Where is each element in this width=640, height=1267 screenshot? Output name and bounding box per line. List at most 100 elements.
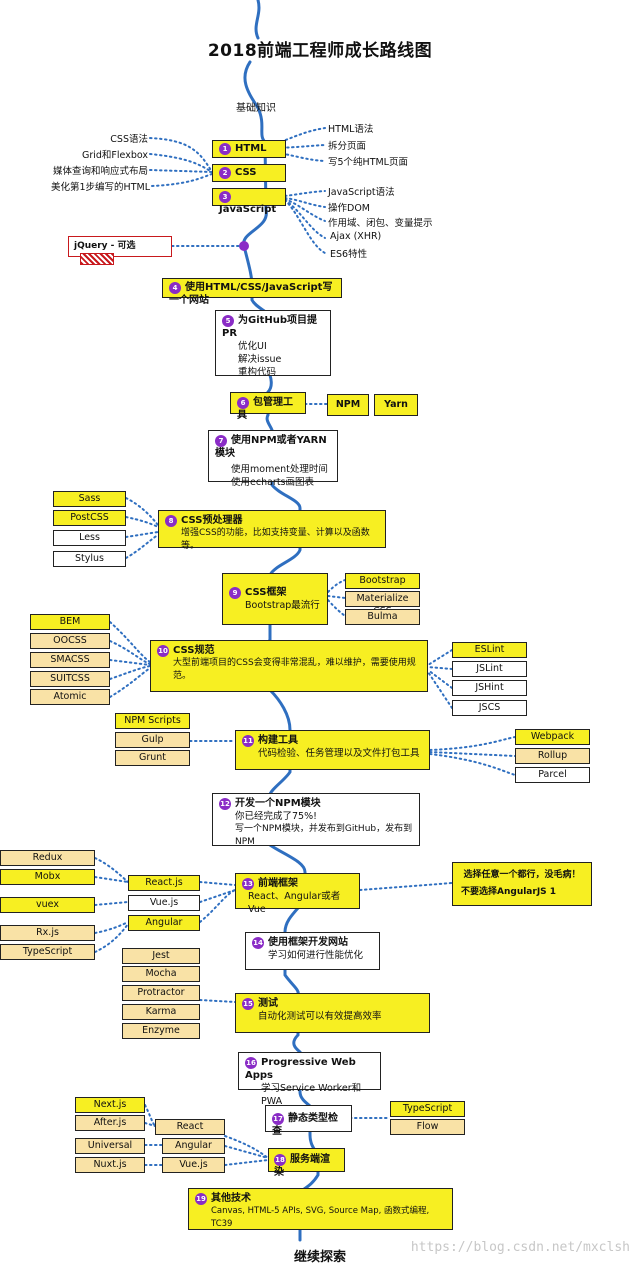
tag-jscs[interactable]: JSCS	[452, 700, 527, 716]
css-topic: 美化第1步编写的HTML	[51, 182, 150, 193]
html-topic: 写5个纯HTML页面	[328, 157, 408, 168]
tag-jshint[interactable]: JSHint	[452, 680, 527, 696]
framework-note: 选择任意一个都行，没毛病！ 不要选择AngularJS 1	[452, 862, 592, 906]
css-topic: CSS语法	[110, 134, 148, 145]
spec-desc: 大型前端项目的CSS会变得非常混乱，难以维护，需要使用规范。	[173, 658, 416, 681]
tag-suitcss[interactable]: SUITCSS	[30, 671, 110, 687]
css-topic: 媒体查询和响应式布局	[52, 166, 148, 177]
hatch-decoration	[80, 253, 114, 265]
tag-materialize[interactable]: Materialize CSS	[345, 591, 420, 617]
js-topic: Ajax (XHR)	[330, 231, 382, 242]
tag-gulp[interactable]: Gulp	[115, 732, 190, 748]
js-topic: JavaScript语法	[328, 187, 395, 198]
tag-bootstrap[interactable]: Bootstrap	[345, 573, 420, 589]
jquery-optional[interactable]: jQuery - 可选	[68, 236, 172, 265]
tag-ssr-angular[interactable]: Angular	[162, 1138, 225, 1154]
tag-eslint[interactable]: ESLint	[452, 642, 527, 658]
js-topic: 操作DOM	[328, 203, 370, 214]
tag-jslint[interactable]: JSLint	[452, 661, 527, 677]
tag-npm[interactable]: NPM	[327, 394, 369, 416]
tag-rxjs[interactable]: Rx.js	[0, 925, 95, 941]
tag-flow[interactable]: Flow	[390, 1119, 465, 1135]
tag-smacss[interactable]: SMACSS	[30, 652, 110, 668]
module-line: 使用echarts画图表	[231, 477, 314, 488]
tag-karma[interactable]: Karma	[122, 1004, 200, 1020]
tag-ssr-react[interactable]: React	[155, 1119, 225, 1135]
tag-parcel[interactable]: Parcel	[515, 767, 590, 783]
tag-mocha[interactable]: Mocha	[122, 966, 200, 982]
tag-rollup[interactable]: Rollup	[515, 748, 590, 764]
other-desc: Canvas, HTML-5 APIs, SVG, Source Map, 函数…	[211, 1206, 430, 1229]
fw-desc: React、Angular或者Vue	[248, 891, 341, 915]
basics-label: 基础知识	[236, 103, 276, 114]
test-desc: 自动化测试可以有效提高效率	[258, 1011, 382, 1022]
tag-redux[interactable]: Redux	[0, 850, 95, 866]
pr-line: 解决issue	[238, 354, 282, 365]
tag-typescript-fw[interactable]: TypeScript	[0, 944, 95, 960]
tag-jest[interactable]: Jest	[122, 948, 200, 964]
html-topic: 拆分页面	[328, 141, 367, 152]
tag-enzyme[interactable]: Enzyme	[122, 1023, 200, 1039]
jquery-junction	[239, 241, 249, 251]
tag-vue[interactable]: Vue.js	[128, 895, 200, 911]
step-javascript[interactable]: 3JavaScript	[212, 188, 286, 215]
pwa-desc: 学习Service Worker和PWA	[261, 1083, 362, 1107]
tag-grunt[interactable]: Grunt	[115, 750, 190, 766]
tag-universal[interactable]: Universal	[75, 1138, 145, 1154]
js-topic: ES6特性	[330, 249, 368, 260]
tag-vuex[interactable]: vuex	[0, 897, 95, 913]
tag-yarn[interactable]: Yarn	[374, 394, 418, 416]
module-line: 使用moment处理时间	[231, 464, 328, 475]
tag-less[interactable]: Less	[53, 530, 126, 546]
tag-atomic[interactable]: Atomic	[30, 689, 110, 705]
npm-module-line: 你已经完成了75%!	[235, 811, 317, 822]
tag-react[interactable]: React.js	[128, 875, 200, 891]
tag-ssr-vue[interactable]: Vue.js	[162, 1157, 225, 1173]
css-topic: Grid和Flexbox	[81, 150, 148, 161]
preproc-desc: 增强CSS的功能，比如支持变量、计算以及函数等。	[181, 528, 370, 551]
site-desc: 学习如何进行性能优化	[268, 950, 364, 961]
tag-mobx[interactable]: Mobx	[0, 869, 95, 885]
page-title: 2018前端工程师成长路线图	[207, 41, 433, 61]
build-desc: 代码检验、任务管理以及文件打包工具	[258, 748, 420, 759]
html-topic: HTML语法	[328, 124, 374, 135]
tag-postcss[interactable]: PostCSS	[53, 510, 126, 526]
tag-bem[interactable]: BEM	[30, 614, 110, 630]
tag-afterjs[interactable]: After.js	[75, 1115, 145, 1131]
tag-nuxtjs[interactable]: Nuxt.js	[75, 1157, 145, 1173]
tag-nextjs[interactable]: Next.js	[75, 1097, 145, 1113]
tag-sass[interactable]: Sass	[53, 491, 126, 507]
pr-line: 优化UI	[238, 341, 267, 352]
tag-webpack[interactable]: Webpack	[515, 729, 590, 745]
tag-protractor[interactable]: Protractor	[122, 985, 200, 1001]
pr-line: 重构代码	[238, 367, 277, 378]
tag-npm-scripts[interactable]: NPM Scripts	[115, 713, 190, 729]
tag-bulma[interactable]: Bulma	[345, 609, 420, 625]
tag-angular[interactable]: Angular	[128, 915, 200, 931]
tag-typescript[interactable]: TypeScript	[390, 1101, 465, 1117]
watermark: https://blog.csdn.net/mxclsh	[410, 1240, 630, 1255]
npm-module-line: 写一个NPM模块，并发布到GitHub，发布到NPM	[235, 824, 413, 847]
tag-oocss[interactable]: OOCSS	[30, 633, 110, 649]
tag-stylus[interactable]: Stylus	[53, 551, 126, 567]
footer-continue: 继续探索	[293, 1250, 346, 1265]
